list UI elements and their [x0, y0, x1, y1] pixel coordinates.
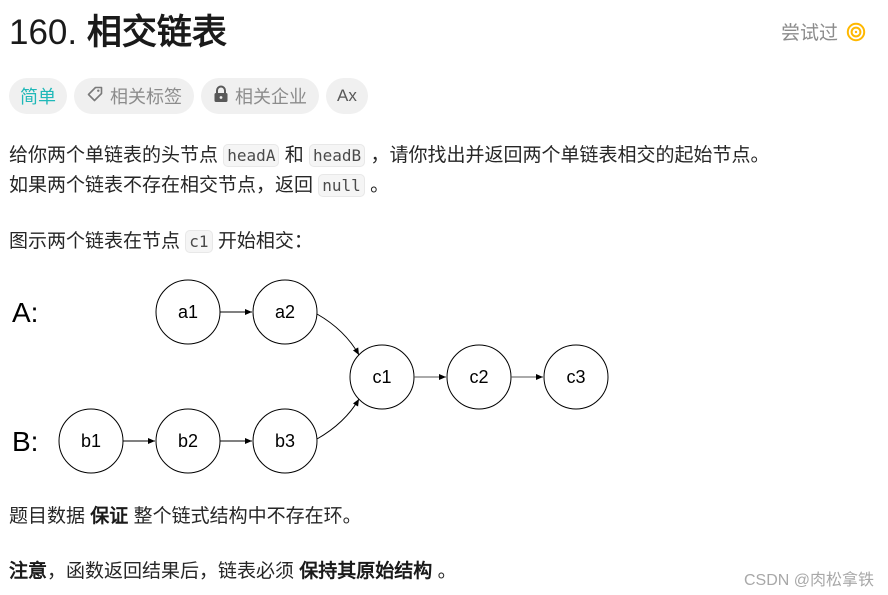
description-paragraph-2: 如果两个链表不存在相交节点，返回 null 。	[9, 171, 389, 201]
node-c1-label: c1	[372, 367, 391, 387]
inline-code-headB: headB	[309, 144, 366, 167]
note-paragraph-1: 题目数据 保证 整个链式结构中不存在环。	[9, 502, 362, 532]
tag-bar: 简单 相关标签 相关企业 Ax	[9, 78, 368, 114]
arrow-a2-c1	[316, 313, 360, 356]
node-a1-label: a1	[178, 302, 198, 322]
inline-code-headA: headA	[223, 144, 280, 167]
list-b-label: B:	[12, 426, 38, 457]
bold-keep-structure: 保持其原始结构	[299, 561, 433, 582]
text: 开始相交：	[212, 231, 313, 252]
text: ，函数返回结果后，链表必须	[47, 561, 300, 582]
text: 如果两个链表不存在相交节点，返回	[9, 175, 319, 196]
bold-guarantee: 保证	[90, 506, 129, 527]
arrow-b3-c1	[316, 398, 360, 440]
node-b3	[252, 408, 318, 474]
node-c3	[543, 344, 609, 410]
related-companies-label: 相关企业	[235, 87, 307, 107]
text: 给你两个单链表的头节点	[9, 145, 224, 166]
linked-list-diagram: A: B: a1 a2 c1 c2 c3 b1 b2 b3	[12, 279, 609, 474]
text: 图示两个链表在节点	[9, 231, 186, 252]
inline-code-null: null	[318, 174, 365, 197]
note-paragraph-2: 注意，函数返回结果后，链表必须 保持其原始结构 。	[9, 557, 457, 587]
text: 。	[364, 175, 390, 196]
related-tags-label: 相关标签	[110, 87, 182, 107]
inline-code-c1: c1	[185, 230, 213, 253]
translate-icon: Ax	[337, 86, 357, 105]
translate-button[interactable]: Ax	[326, 78, 368, 114]
list-a-label: A:	[12, 297, 38, 328]
related-tags-button[interactable]: 相关标签	[74, 78, 194, 114]
node-b1-label: b1	[81, 431, 101, 451]
text: 题目数据	[9, 506, 91, 527]
description-paragraph-3: 图示两个链表在节点 c1 开始相交：	[9, 227, 313, 257]
text: 整个链式结构中不存在环。	[128, 506, 362, 527]
node-b2-label: b2	[178, 431, 198, 451]
difficulty-label: 简单	[20, 87, 56, 107]
node-c3-label: c3	[566, 367, 585, 387]
node-c2-label: c2	[469, 367, 488, 387]
problem-name: 相交链表	[86, 13, 227, 52]
node-b3-label: b3	[275, 431, 295, 451]
attempt-status: 尝试过	[781, 18, 866, 45]
text: 和	[279, 145, 310, 166]
bold-note: 注意	[9, 561, 48, 582]
difficulty-badge: 简单	[9, 78, 67, 114]
text: 。	[432, 561, 457, 582]
tag-icon	[86, 85, 104, 108]
related-companies-button[interactable]: 相关企业	[201, 78, 319, 114]
text: ，请你找出并返回两个单链表相交的起始节点。	[365, 145, 770, 166]
attempt-status-label: 尝试过	[780, 23, 838, 44]
node-a2-label: a2	[275, 302, 295, 322]
node-a2	[252, 279, 318, 345]
lock-icon	[213, 85, 229, 108]
target-icon	[846, 22, 866, 42]
watermark: CSDN @肉松拿铁	[743, 572, 874, 589]
problem-number: 160.	[9, 13, 78, 52]
problem-title: 160. 相交链表	[9, 11, 227, 55]
description-paragraph-1: 给你两个单链表的头节点 headA 和 headB ，请你找出并返回两个单链表相…	[9, 141, 769, 171]
